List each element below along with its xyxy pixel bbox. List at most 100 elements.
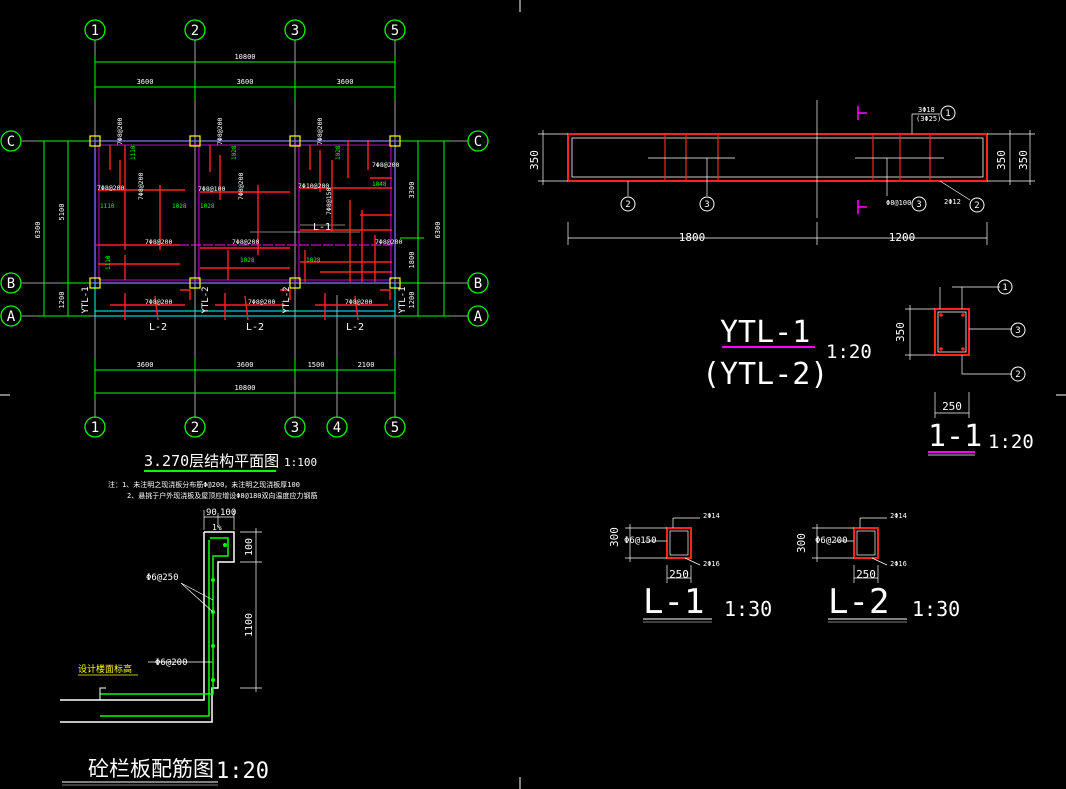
beam-label-l1: L-1 bbox=[313, 222, 331, 233]
section-marker: 2 bbox=[1015, 370, 1020, 380]
parapet-rebar bbox=[100, 537, 229, 695]
slab-thickness: 1028 bbox=[335, 145, 342, 160]
beam-label-l2: L-2 bbox=[149, 322, 167, 333]
rebar-label: 7Φ8@200 bbox=[375, 238, 402, 246]
structural-plan: 1 2 3 5 1 2 3 4 5 C B A C B A bbox=[0, 19, 489, 500]
dim-top-1: 3600 bbox=[137, 78, 154, 86]
axis-bottom-4: 4 bbox=[333, 420, 341, 436]
l1-top-bar: 2Φ14 bbox=[703, 512, 720, 520]
slab-thickness: 1848 bbox=[372, 181, 387, 188]
axis-bottom-5: 5 bbox=[391, 420, 399, 436]
parapet-slope: 1% bbox=[212, 523, 222, 532]
dimension-lines-right bbox=[400, 140, 450, 317]
rebar-label: 7Φ8@100 bbox=[198, 185, 225, 193]
slab-thickness: 1110 bbox=[105, 255, 112, 270]
dim-bottom-2: 3600 bbox=[237, 361, 254, 369]
l2-title: L-2 bbox=[828, 582, 889, 622]
parapet-floor-label: 设计楼面标高 bbox=[78, 663, 132, 675]
parapet-dim-100: 100 bbox=[244, 538, 255, 556]
plan-title: 3.270层结构平面图 bbox=[144, 452, 279, 470]
l1-stirrup: Φ6@150 bbox=[624, 536, 657, 546]
parapet-detail: 90 100 1% 100 1100 Φ6@250 Φ6@200 设计楼面标高 … bbox=[60, 508, 269, 786]
dim-right-total: 6300 bbox=[434, 222, 442, 239]
ytl-title-scale: 1:20 bbox=[826, 341, 872, 363]
axis-left-b: B bbox=[7, 276, 15, 292]
plan-scale: 1:100 bbox=[284, 456, 317, 469]
ytl-title-line2: (YTL-2) bbox=[702, 357, 828, 392]
ytl-marker: 2 bbox=[974, 201, 979, 211]
l1-bottom-bar: 2Φ16 bbox=[703, 560, 720, 568]
ytl-dim-height-right2: 350 bbox=[1017, 150, 1030, 170]
ytl-title-block: YTL-1 (YTL-2) 1:20 bbox=[702, 315, 872, 392]
rebar-label: 7Φ8@150 bbox=[325, 188, 333, 215]
ytl-label: YTL-1 bbox=[81, 286, 91, 313]
axis-top-1: 1 bbox=[91, 23, 99, 39]
beam-label-l2: L-2 bbox=[246, 322, 264, 333]
ytl-elevation: 350 350 350 1800 1200 3Φ18 (3Φ25) Φ8@100… bbox=[528, 100, 1035, 245]
ytl-marker: 1 bbox=[945, 109, 950, 119]
l2-top-bar: 2Φ14 bbox=[890, 512, 907, 520]
section-marker: 3 bbox=[1015, 326, 1020, 336]
axis-bottom-1: 1 bbox=[91, 420, 99, 436]
rebar-label: 7Φ8@200 bbox=[145, 298, 172, 306]
ytl-callout-bottom: 2Φ12 bbox=[944, 198, 961, 206]
rebar-label: 7Φ10@200 bbox=[298, 182, 329, 190]
axis-top-3: 3 bbox=[291, 23, 299, 39]
slab-thickness: 1028 bbox=[200, 203, 215, 210]
axis-left-a: A bbox=[7, 309, 16, 325]
beam-label-l2: L-2 bbox=[346, 322, 364, 333]
ytl-marker: 2 bbox=[625, 200, 630, 210]
rebar-label: 7Φ8@200 bbox=[137, 173, 145, 200]
slab-thickness: 1028 bbox=[240, 257, 255, 264]
section-dim-w: 250 bbox=[942, 400, 962, 413]
slab-thickness: 1110 bbox=[130, 145, 137, 160]
section-marker: 1 bbox=[1002, 283, 1007, 293]
axis-top-5: 5 bbox=[391, 23, 399, 39]
section-dim-h: 350 bbox=[894, 322, 907, 342]
slab-thickness: 1028 bbox=[306, 257, 321, 264]
section-1-1: 1 3 2 350 250 1-1 1:20 bbox=[894, 279, 1034, 456]
axis-top-2: 2 bbox=[191, 23, 199, 39]
ytl-callout-top2: (3Φ25) bbox=[916, 115, 941, 123]
section-title: 1-1 bbox=[928, 419, 982, 454]
ytl-marker: 3 bbox=[916, 200, 921, 210]
parapet-dim-90: 90 bbox=[206, 508, 217, 518]
beam-l2-section: 2Φ14 Φ6@200 2Φ16 300 250 L-2 1:30 bbox=[795, 512, 960, 623]
l1-dim-w: 250 bbox=[669, 568, 689, 581]
parapet-dim-100-top: 100 bbox=[220, 508, 236, 518]
section-scale: 1:20 bbox=[988, 431, 1034, 453]
rebar-label: 7Φ8@200 bbox=[145, 238, 172, 246]
dim-left-1200: 1200 bbox=[58, 292, 66, 309]
ytl-label: YTL-1 bbox=[398, 286, 408, 313]
ytl-stirrups bbox=[664, 134, 931, 181]
parapet-scale: 1:20 bbox=[216, 759, 269, 784]
dim-total-bottom: 10800 bbox=[234, 384, 255, 392]
ytl-marker-bubbles bbox=[620, 105, 985, 213]
dimension-lines-left bbox=[38, 140, 90, 317]
l1-scale: 1:30 bbox=[724, 597, 772, 621]
axis-bottom-2: 2 bbox=[191, 420, 199, 436]
dim-right-1800: 1800 bbox=[408, 252, 416, 269]
rebar-label: 7Φ8@200 bbox=[345, 298, 372, 306]
dim-top-3: 3600 bbox=[337, 78, 354, 86]
l2-dim-w: 250 bbox=[856, 568, 876, 581]
axis-right-b: B bbox=[474, 276, 482, 292]
axis-right-a: A bbox=[474, 309, 483, 325]
ytl-callout-top: 3Φ18 bbox=[918, 106, 935, 114]
axis-right-c: C bbox=[474, 134, 482, 150]
ytl-label: YTL-2 bbox=[201, 286, 211, 313]
parapet-bar-1: Φ6@250 bbox=[146, 573, 179, 583]
axis-bubbles-bottom bbox=[84, 416, 406, 438]
ytl-callout-stirrup: Φ8@100 bbox=[886, 199, 911, 207]
ytl-section-cut-marks bbox=[857, 106, 867, 214]
dimension-lines-top bbox=[94, 56, 396, 100]
rebar-label: 7Φ8@200 bbox=[372, 161, 399, 169]
dimension-lines-bottom bbox=[94, 358, 396, 400]
slab-thickness: 1110 bbox=[100, 203, 115, 210]
slab-rebar bbox=[98, 140, 392, 321]
dim-right-3300: 3300 bbox=[408, 182, 416, 199]
l2-scale: 1:30 bbox=[912, 597, 960, 621]
slab-thickness: 1028 bbox=[172, 203, 187, 210]
